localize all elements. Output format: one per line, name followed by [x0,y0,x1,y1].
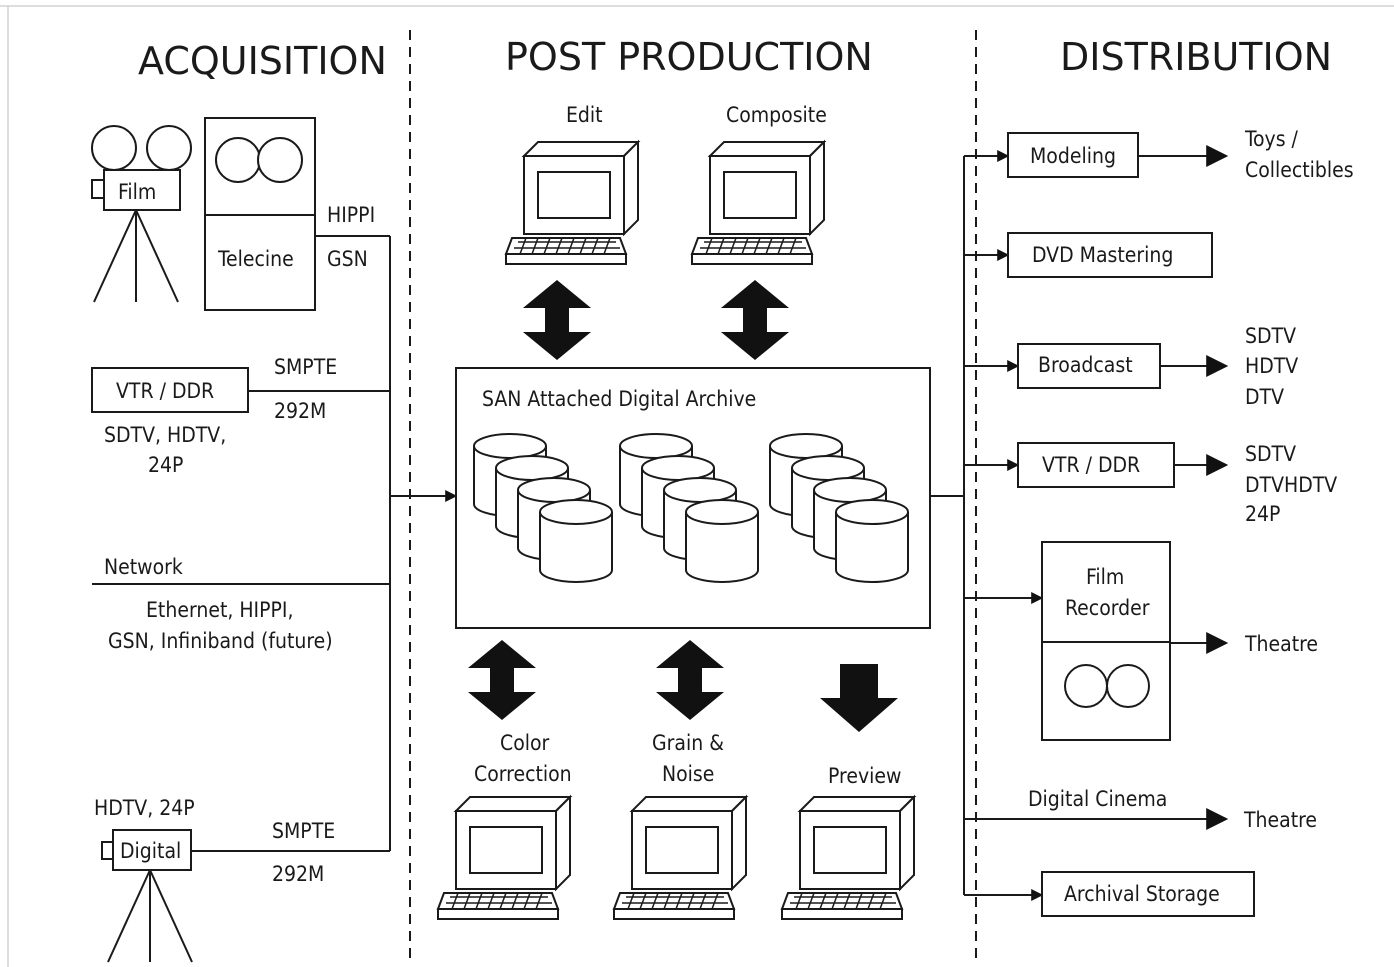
toys-line2: Collectibles [1245,158,1354,182]
smpte-label-2: SMPTE [272,819,335,843]
color-correction-line2: Correction [474,762,572,786]
toys-line1: Toys / [1244,127,1299,151]
grain-archive-double-arrow-icon [656,640,724,720]
grain-noise-line2: Noise [662,762,714,786]
modeling-box [1007,132,1139,178]
vtr-formats-line1: SDTV, HDTV, [104,423,226,447]
preview-down-arrow-icon [820,664,898,732]
theatre-label-1: Theatre [1244,632,1318,656]
gsn-label: GSN [327,247,368,271]
film-camera: Film [91,125,192,303]
archival-storage-box [1041,871,1255,917]
digital-cinema-label: Digital Cinema [1028,787,1167,811]
telecine-label: Telecine [217,247,294,271]
broadcast-label: Broadcast [1038,353,1133,377]
archive-title: SAN Attached Digital Archive [482,387,756,411]
color-archive-double-arrow-icon [468,640,536,720]
edit-archive-double-arrow-icon [523,280,591,360]
broadcast-box [1017,343,1161,389]
smpte-label-1: SMPTE [274,355,337,379]
broadcast-out-line2: HDTV [1245,354,1298,378]
digital-camera-tripod [107,869,193,963]
broadcast-out-line3: DTV [1245,385,1284,409]
vtr-out-line3: 24P [1245,502,1280,526]
vtr-formats-line2: 24P [148,453,183,477]
archival-storage-label: Archival Storage [1064,882,1220,906]
modeling-label: Modeling [1030,144,1116,168]
preview-label: Preview [828,764,901,788]
digital-camera: Digital [101,829,193,963]
edit-computer-icon [505,141,639,265]
vtr-out-line2: DTVHDTV [1245,473,1337,497]
dist-vtr-ddr-box [1017,442,1175,488]
theatre-label-2: Theatre [1243,808,1317,832]
film-camera-tripod [93,209,179,303]
digital-formats: HDTV, 24P [94,796,195,820]
edit-label: Edit [566,103,603,127]
composite-label: Composite [726,103,827,127]
color-correction-computer-icon [437,796,571,920]
header-post-production: POST PRODUCTION [505,35,873,79]
color-correction-line1: Color [500,731,550,755]
network-types-line1: Ethernet, HIPPI, [146,598,293,622]
film-recorder-line1: Film [1086,565,1124,589]
composite-computer-icon [691,141,825,265]
grain-noise-computer-icon [613,796,747,920]
hippi-label: HIPPI [327,203,375,227]
film-recorder-unit: Film Recorder [1041,541,1171,741]
network-types-line2: GSN, Infiniband (future) [108,629,333,653]
film-recorder-line2: Recorder [1065,596,1150,620]
grain-noise-line1: Grain & [652,731,724,755]
digital-label: Digital [120,839,181,863]
header-acquisition: ACQUISITION [138,39,387,83]
telecine-unit: Telecine [204,117,316,311]
vtr-out-line1: SDTV [1245,442,1296,466]
header-distribution: DISTRIBUTION [1060,35,1332,79]
acq-vtr-ddr-label: VTR / DDR [116,379,214,403]
dvd-mastering-box [1007,232,1213,278]
preview-computer-icon [781,796,915,920]
smpte-292m-1: 292M [274,399,326,423]
smpte-292m-2: 292M [272,862,324,886]
network-label: Network [104,555,183,579]
broadcast-out-line1: SDTV [1245,324,1296,348]
dvd-mastering-label: DVD Mastering [1032,243,1173,267]
acq-vtr-ddr-box [91,367,249,413]
film-label: Film [118,180,156,204]
dist-vtr-ddr-label: VTR / DDR [1042,453,1140,477]
composite-archive-double-arrow-icon [721,280,789,360]
